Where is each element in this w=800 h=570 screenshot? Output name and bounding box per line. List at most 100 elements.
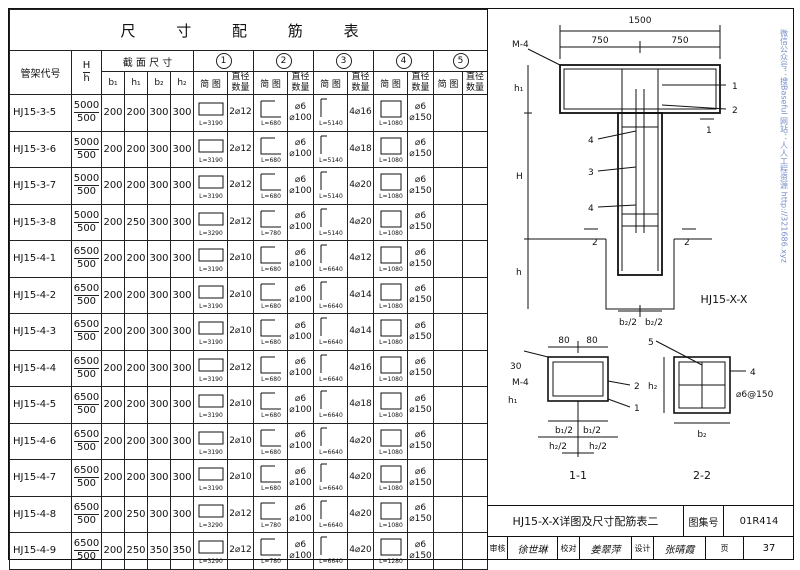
cell-bar-2: ⌀6 ⌀100 <box>287 313 314 351</box>
review-label: 审核 <box>488 536 508 560</box>
dim-left: 750 <box>591 36 608 46</box>
check-signature: 姜翠萍 <box>580 536 632 560</box>
cell-bar-3: 4⌀20 <box>347 203 374 241</box>
cell-bar-4: ⌀6 ⌀150 <box>407 240 434 278</box>
cell-code: HJ15-3-8 <box>9 203 72 241</box>
cell-sketch-5 <box>433 459 463 497</box>
cell-sketch-5 <box>433 276 463 314</box>
cell-sketch-3: L=6640 <box>313 495 348 533</box>
design-signature: 张晴霞 <box>654 536 706 560</box>
cell-H: 6500 <box>73 246 100 260</box>
cell-h2: 300 <box>170 386 194 424</box>
bar-sketch-1: L=3190 <box>198 467 223 492</box>
cell-sketch-3: L=6640 <box>313 422 348 460</box>
cell-bar-5 <box>461 495 489 533</box>
svg-text:L=6640: L=6640 <box>319 339 343 346</box>
svg-text:L=3190: L=3190 <box>199 485 223 492</box>
sec2-callout-4: 4 <box>750 368 756 378</box>
cell-h2: 300 <box>170 276 194 314</box>
cell-sketch-5 <box>433 130 463 168</box>
cell-bar-5 <box>461 167 489 205</box>
bar-sketch-1: L=3290 <box>198 504 223 529</box>
sec1-h2half-a: h₂/2 <box>549 442 567 452</box>
cell-h: 500 <box>76 441 97 453</box>
cell-bar-5 <box>461 276 489 314</box>
cell-bar-2: ⌀6 ⌀100 <box>287 130 314 168</box>
page-label: 页 <box>706 536 744 560</box>
bar-sketch-1: L=3190 <box>198 358 223 383</box>
svg-text:L=5140: L=5140 <box>319 120 343 127</box>
bar-sketch-4: L=1080 <box>379 392 403 419</box>
cell-sketch-5 <box>433 495 463 533</box>
cell-h2: 300 <box>170 313 194 351</box>
cell-sketch-1: L=3190 <box>193 313 228 351</box>
cell-sketch-1: L=3190 <box>193 94 228 132</box>
cell-bar-5 <box>461 203 489 241</box>
cell-bar-2: ⌀6 ⌀100 <box>287 422 314 460</box>
col-b1: b₁ <box>101 71 125 95</box>
cell-bar-3: 4⌀20 <box>347 167 374 205</box>
sec1-callout-1: 1 <box>634 404 640 414</box>
cell-h: 500 <box>76 186 97 198</box>
cell-sketch-3: L=6640 <box>313 276 348 314</box>
callout-2: 2 <box>732 106 738 116</box>
design-label: 设计 <box>632 536 654 560</box>
cell-h1: 200 <box>124 276 148 314</box>
cell-bar-2: ⌀6 ⌀100 <box>287 459 314 497</box>
cell-bar-5 <box>461 532 489 570</box>
col-header-bar-3: 3 <box>313 50 374 72</box>
cell-bar-4: ⌀6 ⌀150 <box>407 495 434 533</box>
svg-text:L=1280: L=1280 <box>379 558 403 565</box>
bar-sketch-3: L=6640 <box>319 463 343 492</box>
cell-b1: 200 <box>101 459 125 497</box>
cell-sketch-3: L=5140 <box>313 130 348 168</box>
section-1-caption: 1-1 <box>569 469 587 482</box>
sec1-callout-2: 2 <box>634 382 640 392</box>
cell-b2: 300 <box>147 276 171 314</box>
bar-sketch-2: L=680 <box>260 465 281 492</box>
cell-bar-4: ⌀6 ⌀150 <box>407 422 434 460</box>
cell-h1: 200 <box>124 349 148 387</box>
cell-b2: 300 <box>147 167 171 205</box>
cell-h1: 250 <box>124 495 148 533</box>
sec2-h2: h₂ <box>648 382 658 392</box>
svg-text:L=680: L=680 <box>261 412 281 419</box>
cell-sketch-3: L=6640 <box>313 313 348 351</box>
cell-h: 500 <box>76 222 97 234</box>
cell-sketch-1: L=3290 <box>193 495 228 533</box>
cell-bar-1: 2⌀12 <box>227 130 254 168</box>
svg-text:L=5140: L=5140 <box>319 230 343 237</box>
svg-text:L=1080: L=1080 <box>379 193 403 200</box>
svg-text:L=6640: L=6640 <box>319 522 343 529</box>
cell-h1: 250 <box>124 532 148 570</box>
col-header-bar-1: 1 <box>193 50 254 72</box>
cell-bar-4: ⌀6 ⌀150 <box>407 203 434 241</box>
cell-bar-5 <box>461 240 489 278</box>
bar-sketch-1: L=3190 <box>198 248 223 273</box>
cell-h1: 200 <box>124 94 148 132</box>
sub-dia-5: 直径数量 <box>461 71 489 95</box>
bar-sketch-4: L=1080 <box>379 137 403 164</box>
cell-b1: 200 <box>101 94 125 132</box>
bar-sketch-3: L=6640 <box>319 317 343 346</box>
cell-sketch-4: L=1080 <box>373 203 408 241</box>
svg-text:L=3190: L=3190 <box>199 449 223 456</box>
cell-sketch-1: L=3190 <box>193 349 228 387</box>
bar-sketch-4: L=1280 <box>379 538 403 565</box>
cell-b2: 300 <box>147 349 171 387</box>
bar-sketch-4: L=1080 <box>379 502 403 529</box>
cell-bar-1: 2⌀10 <box>227 240 254 278</box>
cell-bar-1: 2⌀10 <box>227 276 254 314</box>
svg-text:L=3290: L=3290 <box>199 558 223 565</box>
table-title: 尺 寸 配 筋 表 <box>8 9 489 51</box>
bar-sketch-2: L=680 <box>260 100 281 127</box>
bar-sketch-2: L=680 <box>260 137 281 164</box>
cut-1: 1 <box>706 126 712 136</box>
